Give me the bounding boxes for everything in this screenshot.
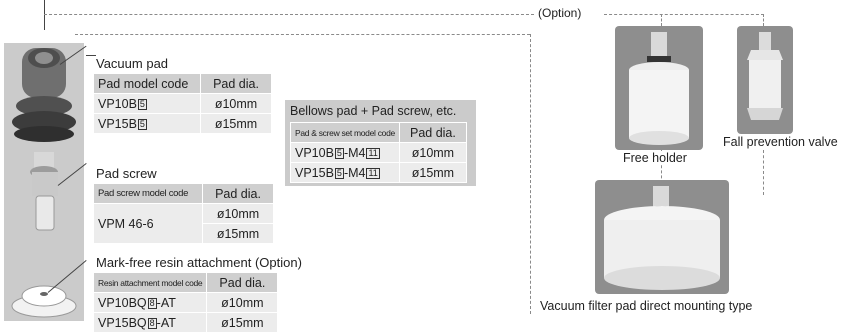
bellows-pad-title: Bellows pad + Pad screw, etc. (290, 104, 457, 118)
option-box: 11 (366, 167, 380, 179)
option-box: 5 (334, 147, 344, 159)
table-row: VPM 46-6 ø10mm (93, 203, 274, 244)
bellows-pad-dia-cell: ø10mm (398, 142, 467, 163)
option-box: 5 (137, 98, 147, 110)
bellows-pad-header-code: Pad & screw set model code (290, 122, 400, 143)
option-dashed-line-right (604, 14, 764, 15)
vacuum-pad-title: Vacuum pad (96, 56, 169, 71)
resin-attachment-table: Resin attachment model code Pad dia. VP1… (92, 272, 279, 333)
option-dashed-line (44, 14, 534, 15)
vacuum-pad-dia-cell: ø15mm (200, 113, 272, 134)
resin-attachment-header-code: Resin attachment model code (92, 272, 208, 293)
fall-prevention-valve-caption: Fall prevention valve (723, 135, 838, 149)
pad-screw-image (30, 152, 58, 231)
pad-screw-header-code: Pad screw model code (93, 183, 203, 204)
vacuum-filter-pad-image (595, 180, 729, 294)
option-box: 5 (137, 118, 147, 130)
option-box: 8 (147, 297, 157, 309)
leader-vacuum-pad-h (86, 55, 96, 56)
pad-screw-model-cell: VPM 46-6 (93, 203, 203, 244)
option-box: 5 (334, 167, 344, 179)
resin-attachment-header-dia: Pad dia. (206, 272, 279, 293)
vacuum-pad-header-dia: Pad dia. (200, 73, 272, 94)
bellows-pad-table: Pad & screw set model code Pad dia. VP10… (290, 122, 467, 183)
frame-dashed-right (530, 34, 531, 314)
bellows-pad-header-dia: Pad dia. (398, 122, 467, 143)
bellows-pad-dia-cell: ø15mm (398, 162, 467, 183)
pad-screw-header-dia: Pad dia. (202, 183, 274, 204)
vacuum-pad-dia-cell: ø10mm (200, 93, 272, 114)
pad-screw-title: Pad screw (96, 166, 157, 181)
option-box: 8 (147, 317, 157, 329)
top-leader-line (44, 0, 45, 30)
pad-screw-dia-cell: ø10mm (202, 203, 274, 224)
table-row: ø15mm (94, 223, 274, 244)
fall-prevention-valve-image (737, 26, 793, 134)
frame-dashed-top (75, 34, 530, 35)
vacuum-pad-header-code: Pad model code (93, 73, 201, 94)
resin-attachment-title: Mark-free resin attachment (Option) (96, 255, 302, 270)
option-dashed-drop-2 (763, 14, 764, 26)
resin-attachment-dia-cell: ø10mm (206, 292, 279, 313)
resin-attachment-image (11, 285, 77, 318)
option-label: (Option) (538, 6, 582, 20)
pad-screw-dia-cell: ø15mm (202, 223, 274, 244)
frame-connector-valve (763, 150, 764, 195)
resin-attachment-dia-cell: ø15mm (206, 312, 279, 333)
vacuum-pad-image (12, 48, 76, 142)
option-dashed-drop-1 (661, 14, 662, 26)
free-holder-image (615, 26, 703, 150)
vacuum-filter-pad-caption: Vacuum filter pad direct mounting type (540, 299, 753, 313)
free-holder-caption: Free holder (623, 151, 687, 165)
pad-screw-table: Pad screw model code Pad dia. VPM 46-6 ø… (93, 183, 274, 244)
option-box: 11 (366, 147, 380, 159)
